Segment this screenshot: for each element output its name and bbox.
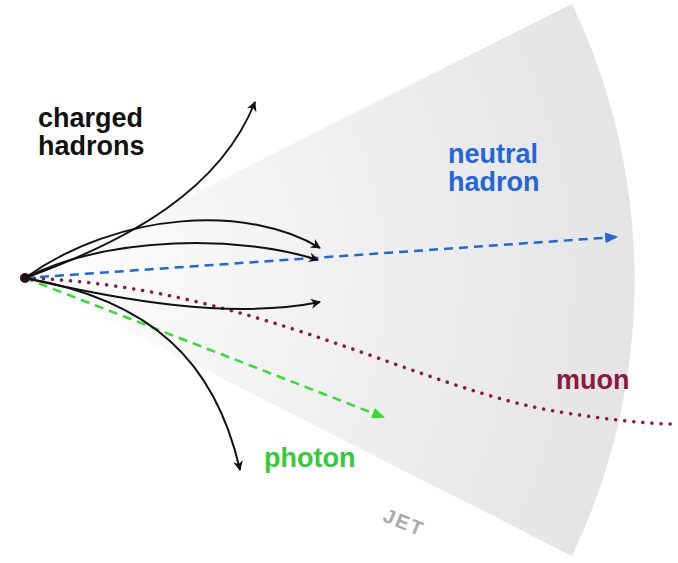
muon-track <box>25 278 676 424</box>
jet-cone <box>25 4 635 556</box>
charged-hadron-tracks <box>25 102 320 470</box>
particle-label: photon <box>264 444 355 472</box>
particle-label: neutral hadron <box>448 140 578 197</box>
charged-track <box>25 243 318 278</box>
vertex <box>20 273 30 283</box>
charged-track <box>25 278 320 309</box>
particle-label: muon <box>556 366 630 394</box>
photon-track <box>25 278 383 417</box>
charged-track <box>25 220 320 278</box>
charged-track <box>25 102 255 278</box>
jet-label: JET <box>380 505 427 540</box>
particle-label: charged hadrons <box>38 104 210 161</box>
charged-track <box>25 278 240 470</box>
neutral-hadron-track <box>25 237 616 278</box>
